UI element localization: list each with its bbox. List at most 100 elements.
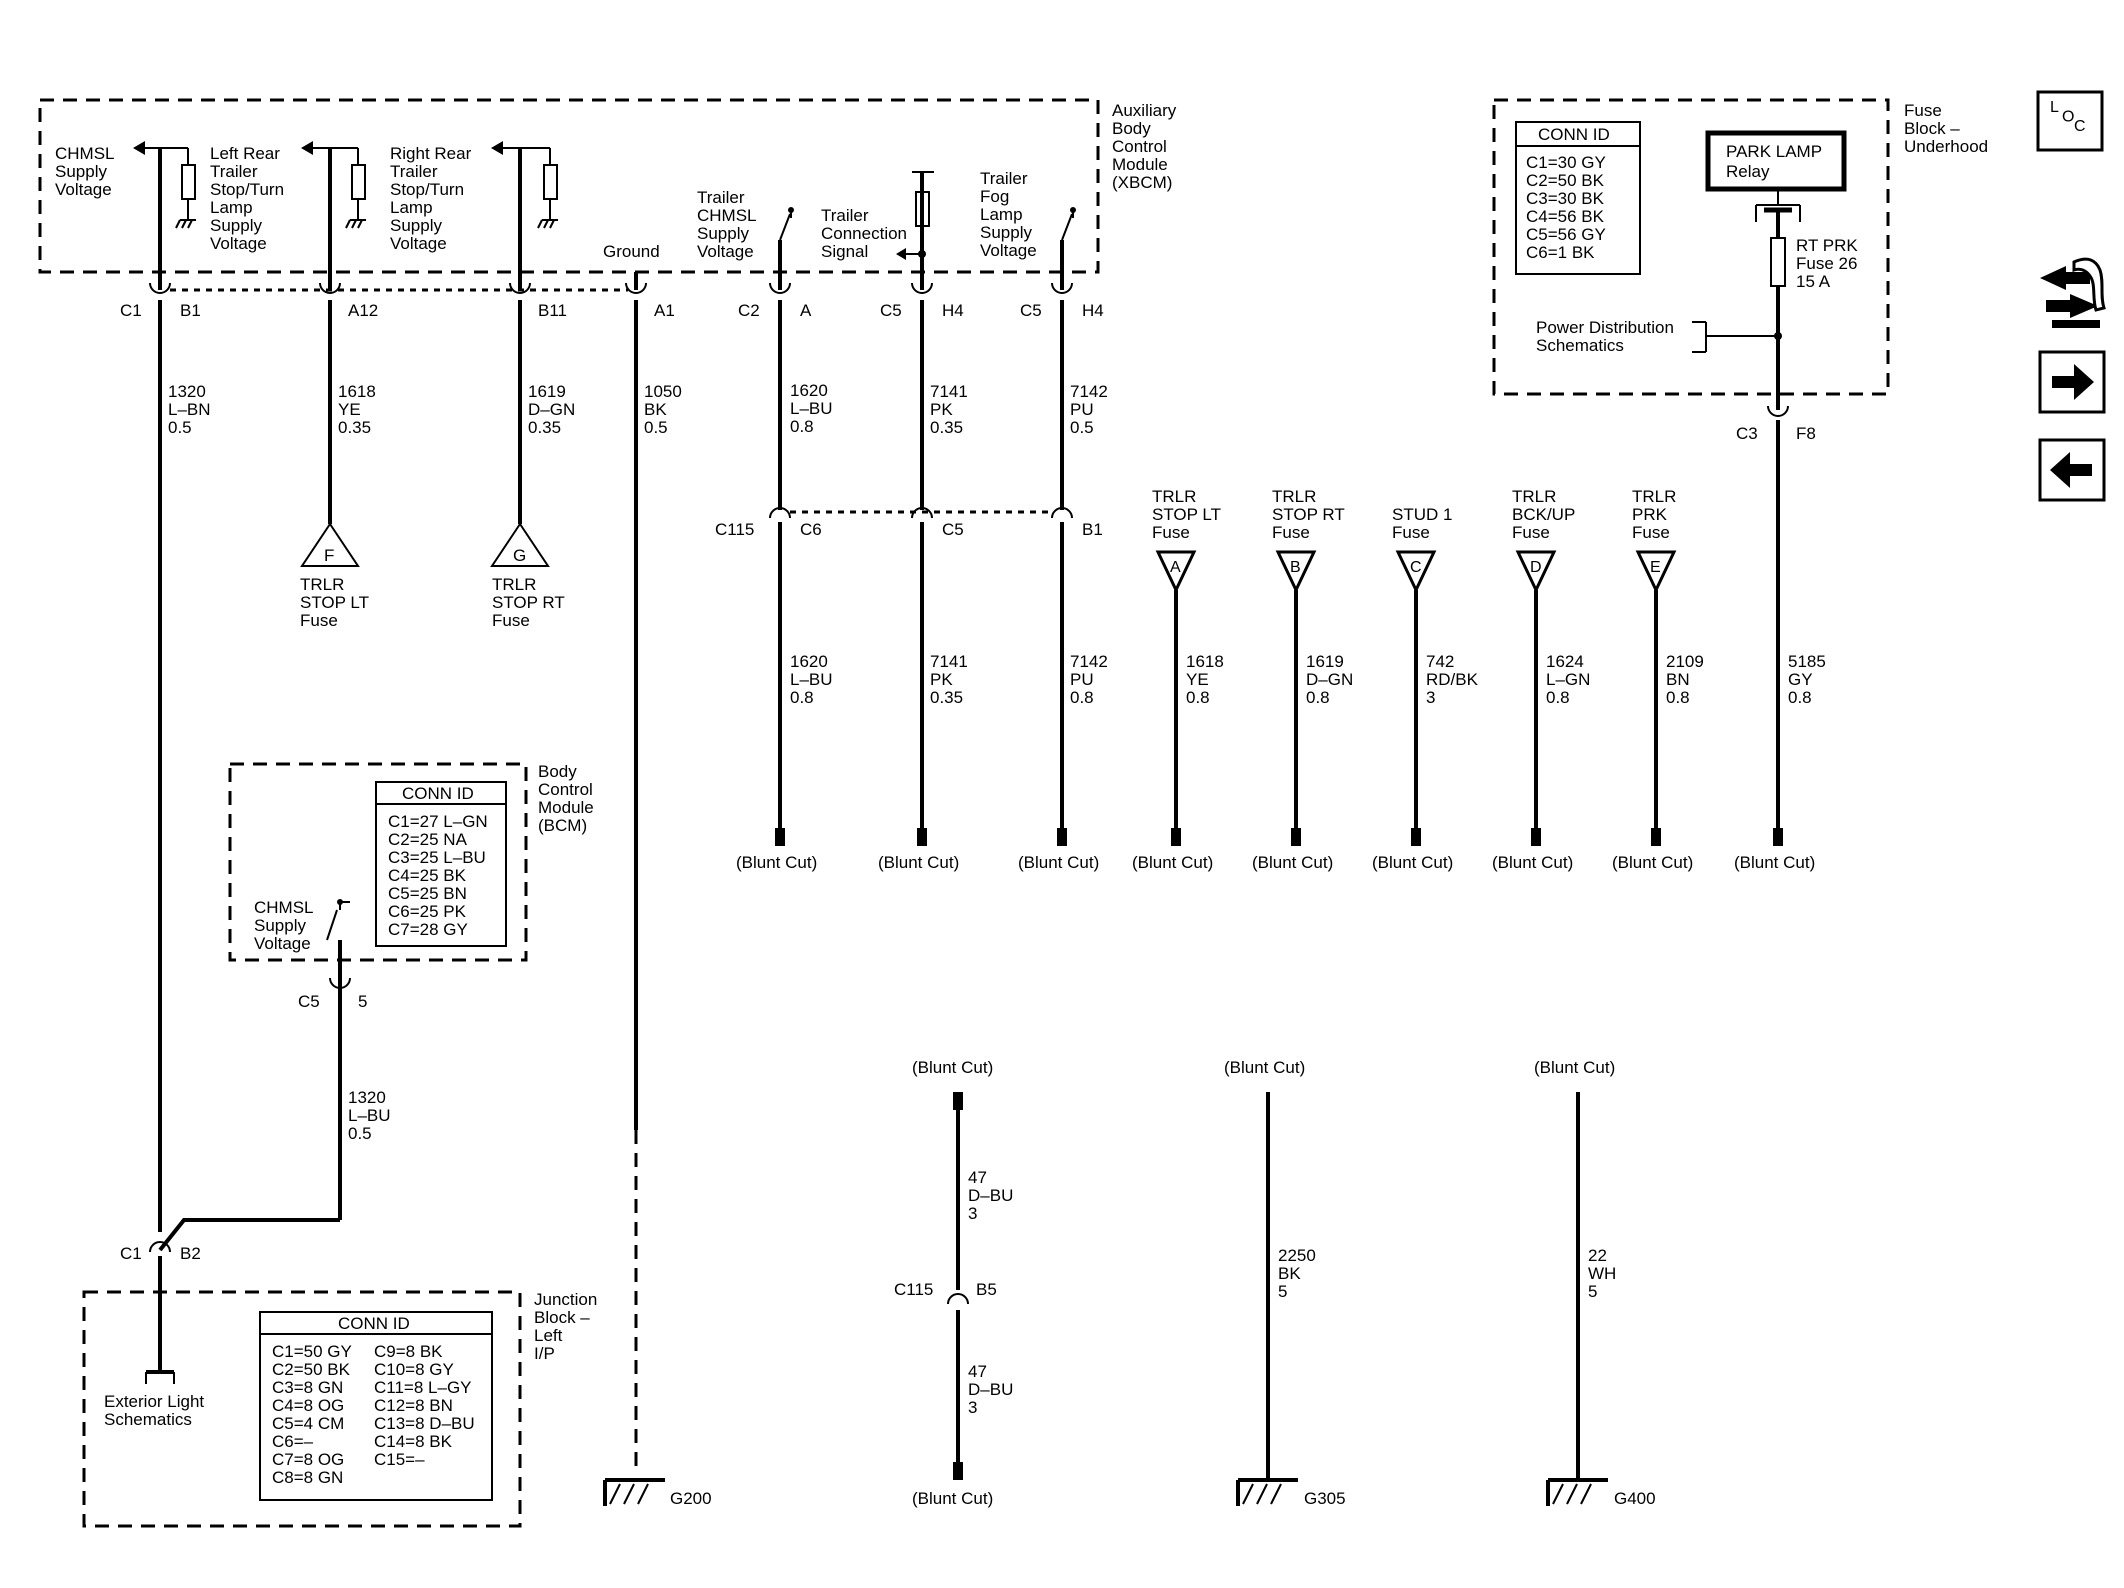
label: C1 xyxy=(120,1244,142,1263)
label: C5 xyxy=(880,301,902,320)
label: C6 xyxy=(800,520,822,539)
label: C2 xyxy=(738,301,760,320)
label: A xyxy=(800,301,812,320)
label: CONN ID xyxy=(338,1314,410,1333)
label: (Blunt Cut) xyxy=(1224,1058,1305,1077)
label: (Blunt Cut) xyxy=(1132,853,1213,872)
loc-button[interactable]: LOC xyxy=(2036,90,2104,152)
loc-icon: LOC xyxy=(2050,99,2086,135)
ground-g200: G200 xyxy=(603,1478,712,1508)
label: (Blunt Cut) xyxy=(1734,853,1815,872)
label: 5 xyxy=(358,992,367,1011)
label: CONN ID xyxy=(402,784,474,803)
arrow-left-icon xyxy=(2050,452,2092,488)
label: (Blunt Cut) xyxy=(912,1489,993,1508)
label: A12 xyxy=(348,301,378,320)
label: F8 xyxy=(1796,424,1816,443)
label: G200 xyxy=(670,1489,712,1508)
label: E xyxy=(1650,559,1661,576)
label: (Blunt Cut) xyxy=(1534,1058,1615,1077)
arrow-right-icon xyxy=(2052,364,2094,400)
blunt-cuts-top: (Blunt Cut) (Blunt Cut) (Blunt Cut) (Blu… xyxy=(736,828,1815,872)
label: (Blunt Cut) xyxy=(1252,853,1333,872)
label: B11 xyxy=(538,301,567,320)
label: (Blunt Cut) xyxy=(1492,853,1573,872)
label: B2 xyxy=(180,1244,201,1263)
ground-label: Ground xyxy=(603,242,660,261)
label: G xyxy=(513,546,526,565)
label: H4 xyxy=(942,301,964,320)
label: (Blunt Cut) xyxy=(912,1058,993,1077)
label: A xyxy=(1170,559,1181,576)
label: C115 xyxy=(715,520,754,539)
label: C5 xyxy=(942,520,964,539)
label: (Blunt Cut) xyxy=(1372,853,1453,872)
label: (Blunt Cut) xyxy=(1612,853,1693,872)
label: C5 xyxy=(1020,301,1042,320)
label: C115 xyxy=(894,1280,933,1299)
label: B1 xyxy=(180,301,201,320)
label: (Blunt Cut) xyxy=(736,853,817,872)
ground-g400: G400 xyxy=(1614,1489,1656,1508)
connector-view-icon[interactable] xyxy=(2040,257,2106,328)
label: C1 xyxy=(120,301,142,320)
label: F xyxy=(324,546,334,565)
previous-page-button[interactable] xyxy=(2038,438,2106,502)
label: B5 xyxy=(976,1280,997,1299)
label: CONN ID xyxy=(1538,125,1610,144)
label: C xyxy=(1410,559,1422,576)
label: B1 xyxy=(1082,520,1103,539)
label: (Blunt Cut) xyxy=(878,853,959,872)
label: H4 xyxy=(1082,301,1104,320)
ground-g305: G305 xyxy=(1304,1489,1346,1508)
next-page-button[interactable] xyxy=(2038,350,2106,414)
